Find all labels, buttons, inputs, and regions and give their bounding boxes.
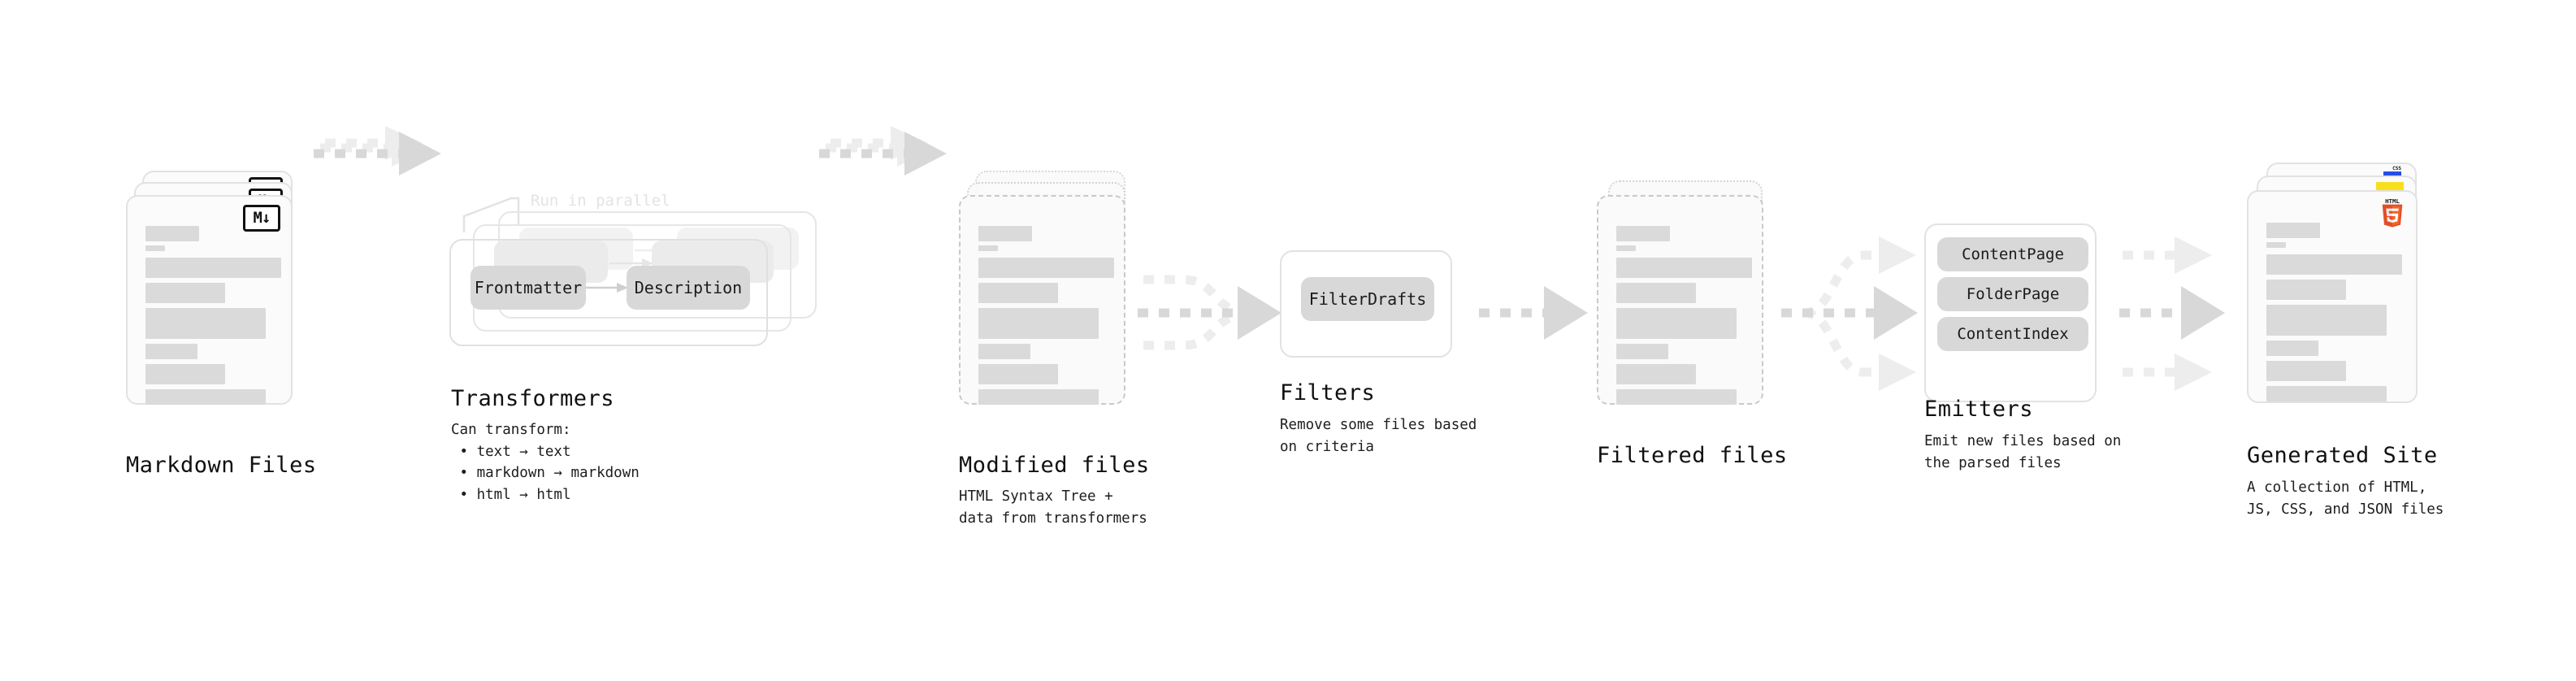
caption-modified-files: Modified files bbox=[959, 453, 1150, 478]
stage-filtered-files bbox=[1597, 180, 1780, 424]
run-in-parallel-label: Run in parallel bbox=[531, 192, 670, 210]
chip-contentindex[interactable]: ContentIndex bbox=[1937, 317, 2088, 351]
arrow-transformers-to-modified bbox=[819, 126, 947, 176]
modified-file-stack bbox=[959, 171, 1142, 423]
caption-transformers-sub: Can transform: • text → text • markdown … bbox=[451, 422, 640, 503]
chip-filterdrafts[interactable]: FilterDrafts bbox=[1301, 277, 1434, 321]
caption-generated-site: Generated Site bbox=[2247, 443, 2438, 468]
arrow-markdown-to-transformers bbox=[314, 126, 441, 176]
caption-markdown-files: Markdown Files bbox=[126, 453, 317, 478]
caption-emitters-sub: Emit new files based on the parsed files bbox=[1924, 433, 2122, 471]
filters-box[interactable]: FilterDrafts bbox=[1280, 250, 1452, 358]
filtered-file-stack bbox=[1597, 180, 1780, 424]
generated-file-stack: CSS HTML bbox=[2247, 163, 2438, 423]
arrow-modified-to-filters bbox=[1138, 275, 1281, 350]
stage-modified-files bbox=[959, 171, 1142, 423]
html5-badge-icon: HTML bbox=[2382, 198, 2403, 228]
modified-card-front bbox=[959, 195, 1125, 405]
markdown-file-stack: M↓ M↓ M↓ bbox=[126, 171, 309, 423]
stage-markdown-files: M↓ M↓ M↓ bbox=[126, 171, 309, 423]
caption-emitters: Emitters bbox=[1924, 397, 2034, 422]
chip-contentpage[interactable]: ContentPage bbox=[1937, 237, 2088, 271]
transformer-box-front[interactable]: Frontmatter Description bbox=[449, 239, 768, 346]
filtered-card-front bbox=[1597, 195, 1763, 405]
stage-generated-site: CSS HTML bbox=[2247, 163, 2438, 423]
markdown-badge-icon: M↓ bbox=[243, 205, 280, 232]
caption-filters: Filters bbox=[1280, 380, 1376, 406]
chip-description[interactable]: Description bbox=[627, 266, 750, 310]
markdown-card-front: M↓ bbox=[126, 195, 293, 405]
css-badge-icon bbox=[2383, 171, 2401, 176]
caption-filtered-files: Filtered files bbox=[1597, 443, 1788, 468]
arrow-filters-to-filtered bbox=[1479, 286, 1588, 340]
chip-frontmatter[interactable]: Frontmatter bbox=[471, 266, 586, 310]
caption-filters-sub: Remove some files based on criteria bbox=[1280, 417, 1477, 455]
caption-transformers: Transformers bbox=[451, 386, 615, 411]
emitters-box[interactable]: ContentPage FolderPage ContentIndex bbox=[1924, 223, 2097, 402]
arrow-filtered-to-emitters bbox=[1781, 236, 1918, 391]
css-badge-label: CSS bbox=[2392, 166, 2401, 171]
caption-generated-site-sub: A collection of HTML, JS, CSS, and JSON … bbox=[2247, 479, 2444, 518]
svg-text:HTML: HTML bbox=[2385, 198, 2400, 205]
chip-folderpage[interactable]: FolderPage bbox=[1937, 277, 2088, 311]
generated-card-html: HTML bbox=[2247, 190, 2418, 403]
caption-modified-files-sub: HTML Syntax Tree + data from transformer… bbox=[959, 488, 1147, 527]
run-in-parallel-bracket bbox=[462, 197, 520, 232]
arrow-emitters-to-generated bbox=[2119, 236, 2225, 391]
